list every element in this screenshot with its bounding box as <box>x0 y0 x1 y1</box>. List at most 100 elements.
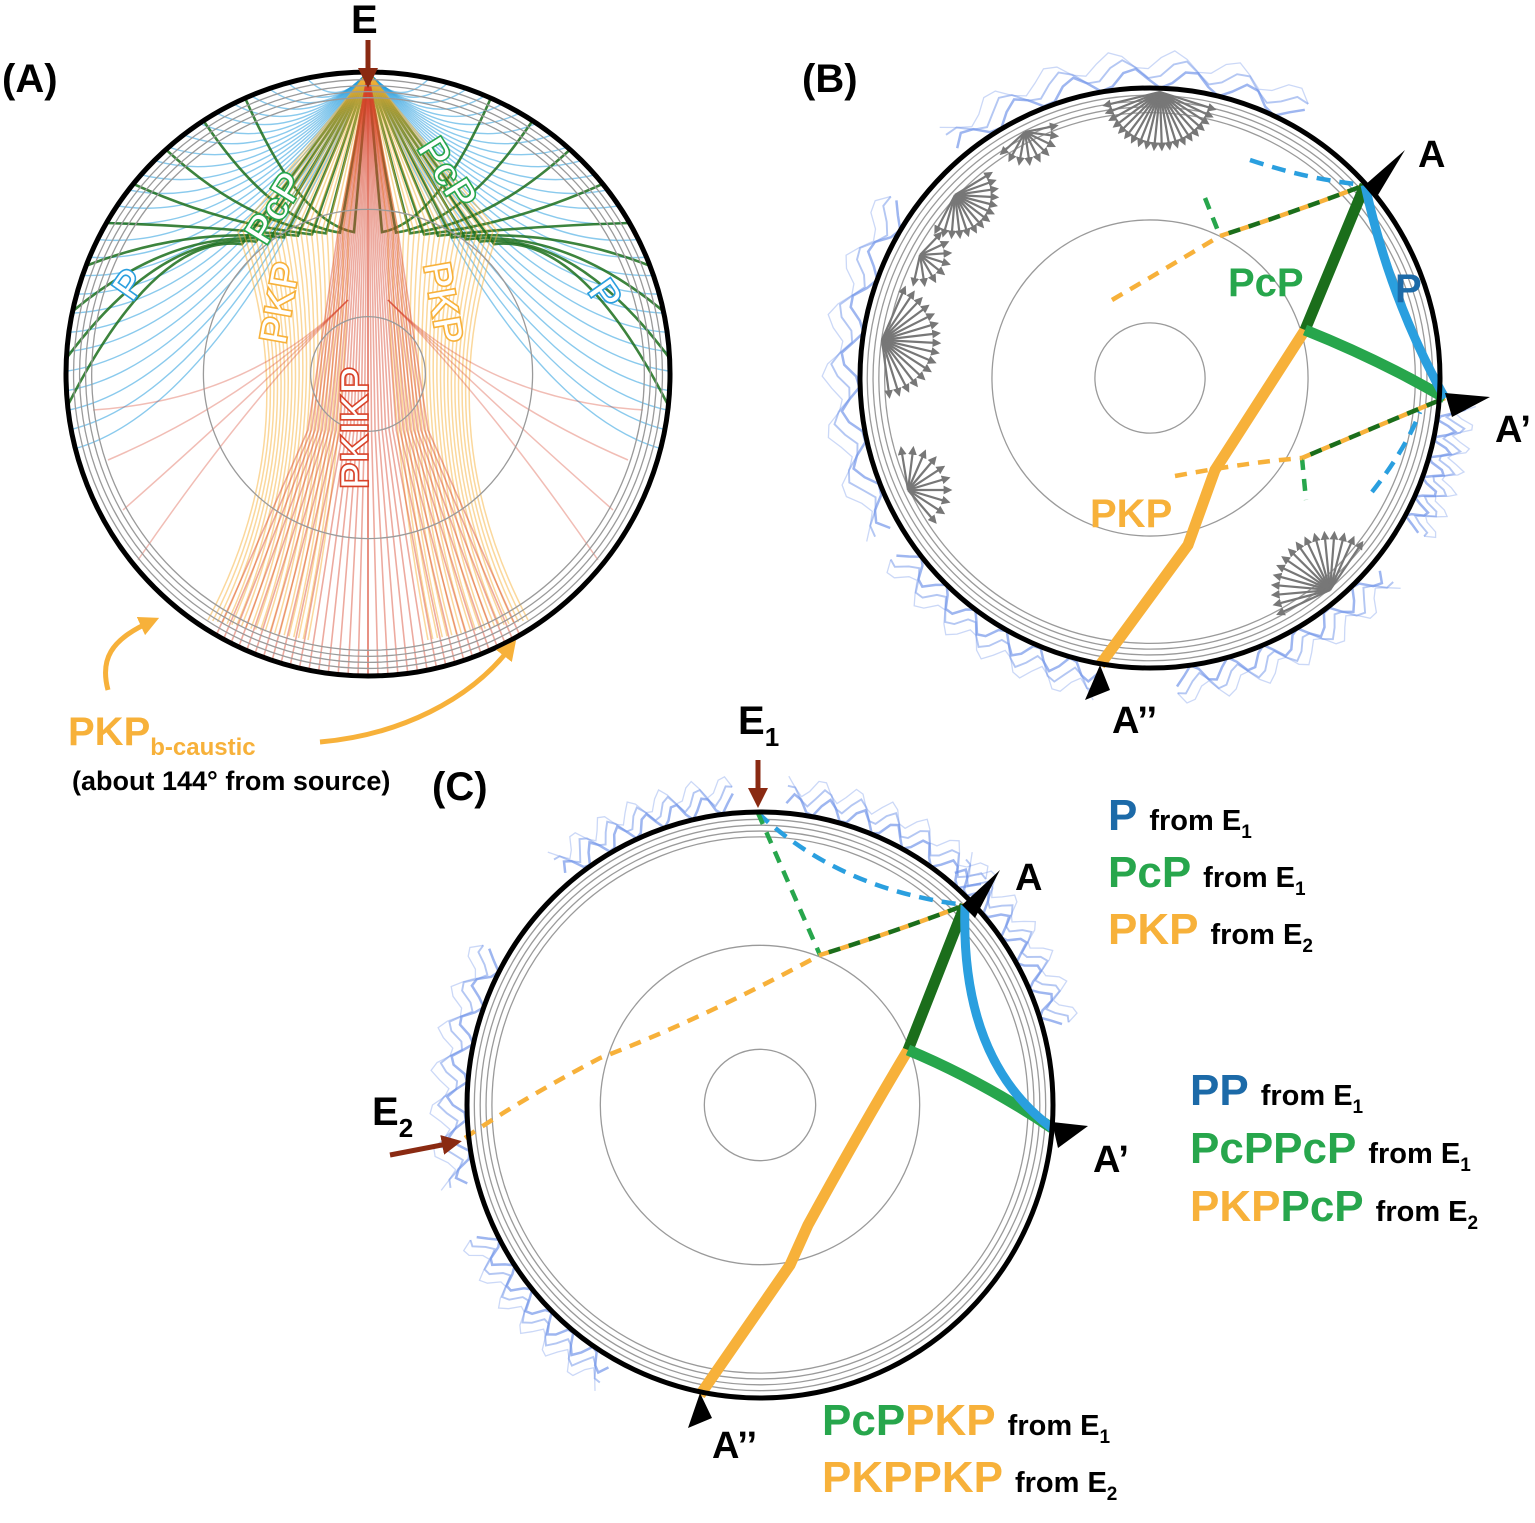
panel-a-pkp-ray <box>367 72 453 636</box>
panel-a-pkikp-ray <box>367 72 529 676</box>
panel-b-scatter-arrow <box>1159 91 1200 137</box>
panel-b-earth-shells <box>866 94 1434 662</box>
panel-a-label-p-right: P <box>579 271 630 318</box>
panel-b-scatter-arrow <box>1124 91 1161 140</box>
panel-a-source-label: E <box>351 0 378 42</box>
panel-a-pkikp-ray <box>327 72 369 676</box>
panel-a-pkikp-wide-ray <box>122 299 349 511</box>
legend-sub: 2 <box>1302 936 1313 957</box>
panel-c-station-adprime-marker <box>688 1393 712 1428</box>
panel-b-scatter-arrow <box>881 296 923 341</box>
legend-from: from E <box>1015 1467 1107 1499</box>
panel-b-scatter-arrow <box>1130 91 1161 144</box>
panel-a-pkikp-ray <box>297 72 369 676</box>
panel-c-shell-2 <box>485 830 1035 1380</box>
panel-b-label-p: P <box>1395 267 1422 311</box>
panel-b-scatter-arrow <box>1272 572 1331 592</box>
panel-a-pkikp-ray <box>367 72 389 676</box>
panel-b-scatter-arrow <box>1117 91 1161 134</box>
panel-a-pkp-ray <box>259 72 369 631</box>
legend-phase: PKP <box>1190 1182 1280 1231</box>
panel-b-shell-5 <box>1094 322 1206 434</box>
panel-b-shell-0 <box>866 94 1434 662</box>
panel-a-pkikp-ray <box>367 72 499 676</box>
panel-a-pkikp-wide-ray <box>137 299 349 561</box>
panel-a-pkp-ray <box>212 72 369 622</box>
panel-c-p-dashed <box>756 811 966 908</box>
panel-b-scatter-arrow <box>919 254 946 276</box>
panel-b-scatter-arrow <box>881 338 937 364</box>
panel-b-scatter-arrow <box>953 194 964 240</box>
panel-b-scatter-arrow <box>881 290 915 341</box>
panel-b-heterogeneity-wisp <box>1175 570 1384 688</box>
panel-b-pkppcp2-dashed-green <box>1301 395 1446 461</box>
panel-a-pkp-ray <box>231 72 369 626</box>
panel-a-p-ray <box>367 72 661 450</box>
panel-b-scatter-arrow <box>954 192 1000 202</box>
panel-a-pkp-ray <box>250 72 369 629</box>
panel-c-heterogeneity-wisp <box>788 775 989 880</box>
panel-b-scatter-arrow <box>1287 548 1331 591</box>
panel-a-pkp-ray <box>367 72 482 630</box>
panel-a-shell-4 <box>202 208 534 540</box>
panel-a-pkp-ray <box>367 72 496 627</box>
panel-b-scatter-arrow <box>954 194 991 222</box>
panel-a-pkp-ray <box>367 72 477 631</box>
panel-c-station-aprime-marker <box>1052 1122 1088 1148</box>
legend-phase: PcP <box>1280 1182 1363 1231</box>
panel-b-scatterers <box>880 90 1364 616</box>
panel-a-pkikp-wide-ray <box>387 299 644 411</box>
panel-c-shell-5 <box>703 1048 817 1162</box>
panel-c-source-e2-arrow <box>389 1135 462 1158</box>
panel-a-caustic-arrow-left <box>102 616 160 691</box>
panel-a-label: (A) <box>2 57 58 101</box>
panel-a-pkikp-ray <box>267 72 369 676</box>
legend-from: from E <box>1149 805 1241 837</box>
panel-a-pkp-ray <box>367 72 463 634</box>
panel-b-heterogeneity-wisp <box>886 559 1094 701</box>
panel-a-pkikp-ray <box>247 72 369 676</box>
panel-b-scatter-arrow <box>907 489 937 524</box>
panel-b-scatter-arrow <box>881 329 941 342</box>
panel-a-pkp-ray <box>367 72 467 633</box>
panel-a-pkp-ray <box>207 72 369 621</box>
panel-b-pcp-incoming-dashed <box>1202 197 1223 237</box>
panel-a-caustic-label: PKPb-caustic <box>68 710 256 761</box>
legend-from: from E <box>1376 1196 1468 1228</box>
legend-phase: PcPPcP <box>1190 1124 1356 1173</box>
panel-b-scatter-arrow <box>1270 588 1331 599</box>
panel-c-shell-1 <box>479 824 1041 1386</box>
panel-b-scatter-arrow <box>1328 530 1339 591</box>
panel-b-earth-surface <box>857 85 1443 671</box>
panel-a-pkp-ray <box>367 72 501 627</box>
panel-a-pcp-ray <box>366 72 670 359</box>
panel-a-p-ray <box>140 72 369 181</box>
panel-b-scatter-arrow <box>1024 131 1041 163</box>
legend-phase: PcP <box>1108 848 1191 897</box>
panel-b-scatter-arrow <box>999 131 1026 156</box>
panel-b-heterogeneity-wisp <box>939 50 1309 129</box>
panel-b-scatter-arrow <box>1276 564 1331 591</box>
panel-b-scatter-arrow <box>954 185 999 197</box>
panel-a-pkikp-ray <box>367 72 399 676</box>
panel-c-p-path <box>960 904 1055 1132</box>
legend-sub: 1 <box>1241 822 1252 843</box>
panel-a-pkikp-ray <box>367 72 469 676</box>
legend-sub: 2 <box>1107 1484 1118 1505</box>
panel-a-pkikp-ray <box>367 72 429 676</box>
panel-b-scatter-arrow <box>954 171 993 196</box>
panel-b-scatter-arrow <box>1159 91 1186 146</box>
panel-a-pkikp-ray <box>367 72 439 676</box>
legend-sub: 1 <box>1100 1427 1111 1448</box>
panel-b-scatter-arrow <box>881 304 930 341</box>
legend-from: from E <box>1008 1410 1100 1442</box>
panel-a-pkikp-wide-ray <box>107 299 349 461</box>
panel-b-p-path <box>1360 184 1449 401</box>
panel-b-label: (B) <box>802 57 858 101</box>
panel-a-pkp-ray <box>245 72 369 628</box>
panel-a-pkp-ray <box>367 72 458 635</box>
